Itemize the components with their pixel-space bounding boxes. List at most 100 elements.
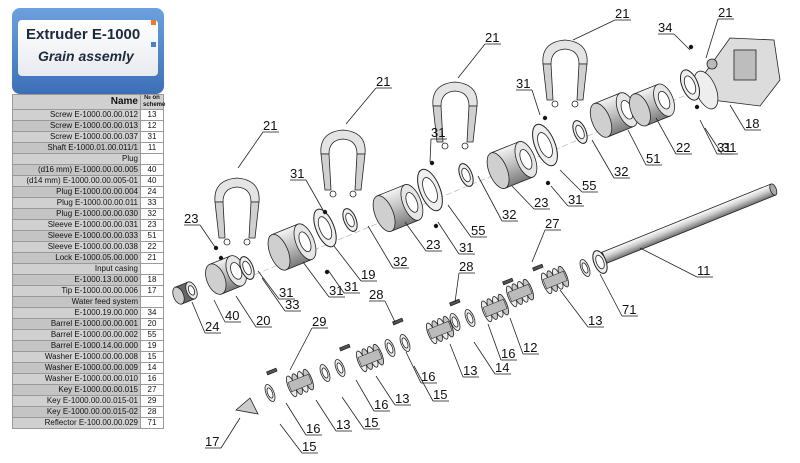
- lock-21-c-arm-right: [466, 105, 478, 143]
- barrel-flange-19: [313, 208, 337, 248]
- screw-13-b: [481, 293, 509, 323]
- lock-21-c-arc: [432, 81, 478, 107]
- key-1: [532, 263, 544, 272]
- lock-21-d: [542, 39, 588, 108]
- washer-4: [264, 384, 276, 402]
- screw-13-d-core: [357, 348, 383, 368]
- barrel-55-b-end: [486, 152, 510, 189]
- screw-31-dot-3: [429, 160, 435, 166]
- key-5: [266, 367, 278, 376]
- lock-21-b-arc: [320, 129, 366, 155]
- screw-31-dot-6: [694, 104, 700, 110]
- lock-21-d-arm-left: [542, 63, 554, 101]
- callout-label: 31: [329, 283, 343, 298]
- callout-label: 23: [534, 195, 548, 210]
- callout-leader-line: [355, 379, 375, 412]
- scheme-number: 51: [140, 230, 164, 242]
- washer-0: [579, 259, 591, 277]
- key-4: [339, 343, 351, 352]
- callout-leader-line: [599, 273, 623, 317]
- callout-leader-line: [729, 104, 746, 131]
- callout-leader-line: [454, 272, 460, 303]
- plug-32-b-inner: [461, 167, 471, 183]
- callout-label: 55: [471, 223, 485, 238]
- input-casing: [693, 37, 781, 110]
- sleeve-22-bore: [657, 90, 671, 110]
- shaft-11-body: [599, 183, 777, 265]
- callout-leader-line: [511, 185, 535, 210]
- callout-label: 71: [622, 302, 636, 317]
- callout-leader-line: [559, 289, 589, 328]
- callout-label: 19: [361, 267, 375, 282]
- callout-label: 51: [646, 151, 660, 166]
- screw-12-core: [507, 283, 533, 303]
- washer-2-inner: [401, 337, 409, 349]
- title-card: Extruder E-1000 Grain assemly: [12, 8, 164, 94]
- callout-label: 15: [364, 415, 378, 430]
- callout-label: 16: [374, 397, 388, 412]
- callout-leader-line: [531, 229, 546, 263]
- callout-leader-line: [341, 396, 365, 430]
- barrel-55-a-bore: [405, 192, 419, 213]
- callout-label: 11: [697, 263, 711, 278]
- washer-2: [399, 334, 411, 352]
- scheme-number: 27: [140, 384, 164, 396]
- callout-label: 31: [568, 192, 582, 207]
- callout-label: 31: [431, 125, 445, 140]
- callout-leader-line: [639, 247, 698, 278]
- plug-32-c: [572, 120, 588, 144]
- washer-5-inner: [451, 316, 459, 328]
- table-row: Input casing: [12, 263, 164, 275]
- callout-label: 16: [501, 346, 515, 361]
- reflector-71: [592, 250, 608, 274]
- lock-21-a-handle-right: [243, 238, 251, 246]
- callout-leader-line: [375, 375, 396, 406]
- washer-7: [319, 364, 331, 382]
- lock-21-c-arm-left: [432, 105, 444, 143]
- callout-leader-line: [457, 43, 486, 79]
- callout-leader-line: [345, 87, 377, 125]
- washer-3-inner: [336, 362, 344, 374]
- callout-leader-line: [405, 351, 422, 384]
- lock-21-b-arm-left: [320, 153, 332, 191]
- callout-label: 21: [263, 118, 277, 133]
- lock-21-c-handle-left: [441, 142, 449, 150]
- sleeve-51-end: [589, 102, 613, 138]
- lock-21-a-arc: [214, 177, 260, 203]
- page-subtitle: Grain assemly: [38, 48, 134, 64]
- part-name: Plug E-1000.00.00.030: [12, 208, 141, 220]
- scheme-number: 40: [140, 164, 164, 176]
- washer-0-inner: [581, 262, 589, 274]
- barrel-20-end: [205, 263, 227, 295]
- callout-label: 15: [433, 387, 447, 402]
- lock-21-b-handle-right: [349, 190, 357, 198]
- plug-32-a-inner: [345, 212, 355, 228]
- washer-4-inner: [266, 387, 274, 399]
- callout-leader-line: [257, 270, 280, 300]
- callout-label: 21: [718, 5, 732, 20]
- scheme-number: 11: [140, 142, 164, 154]
- lock-21-d-arm-right: [576, 63, 588, 101]
- washer-1-inner: [466, 312, 474, 324]
- orange-square-icon: [151, 20, 156, 25]
- key-2: [449, 298, 461, 307]
- callout-leader-line: [213, 299, 226, 323]
- callout-leader-line: [315, 399, 337, 432]
- washer-7-inner: [321, 367, 329, 379]
- screw-31-dot-1: [218, 255, 224, 261]
- plug-32-a: [342, 208, 358, 232]
- part-name: Reflector E-100.00.00.029: [12, 417, 141, 429]
- sleeve-22-end: [629, 93, 651, 127]
- callout-leader-line: [473, 341, 496, 375]
